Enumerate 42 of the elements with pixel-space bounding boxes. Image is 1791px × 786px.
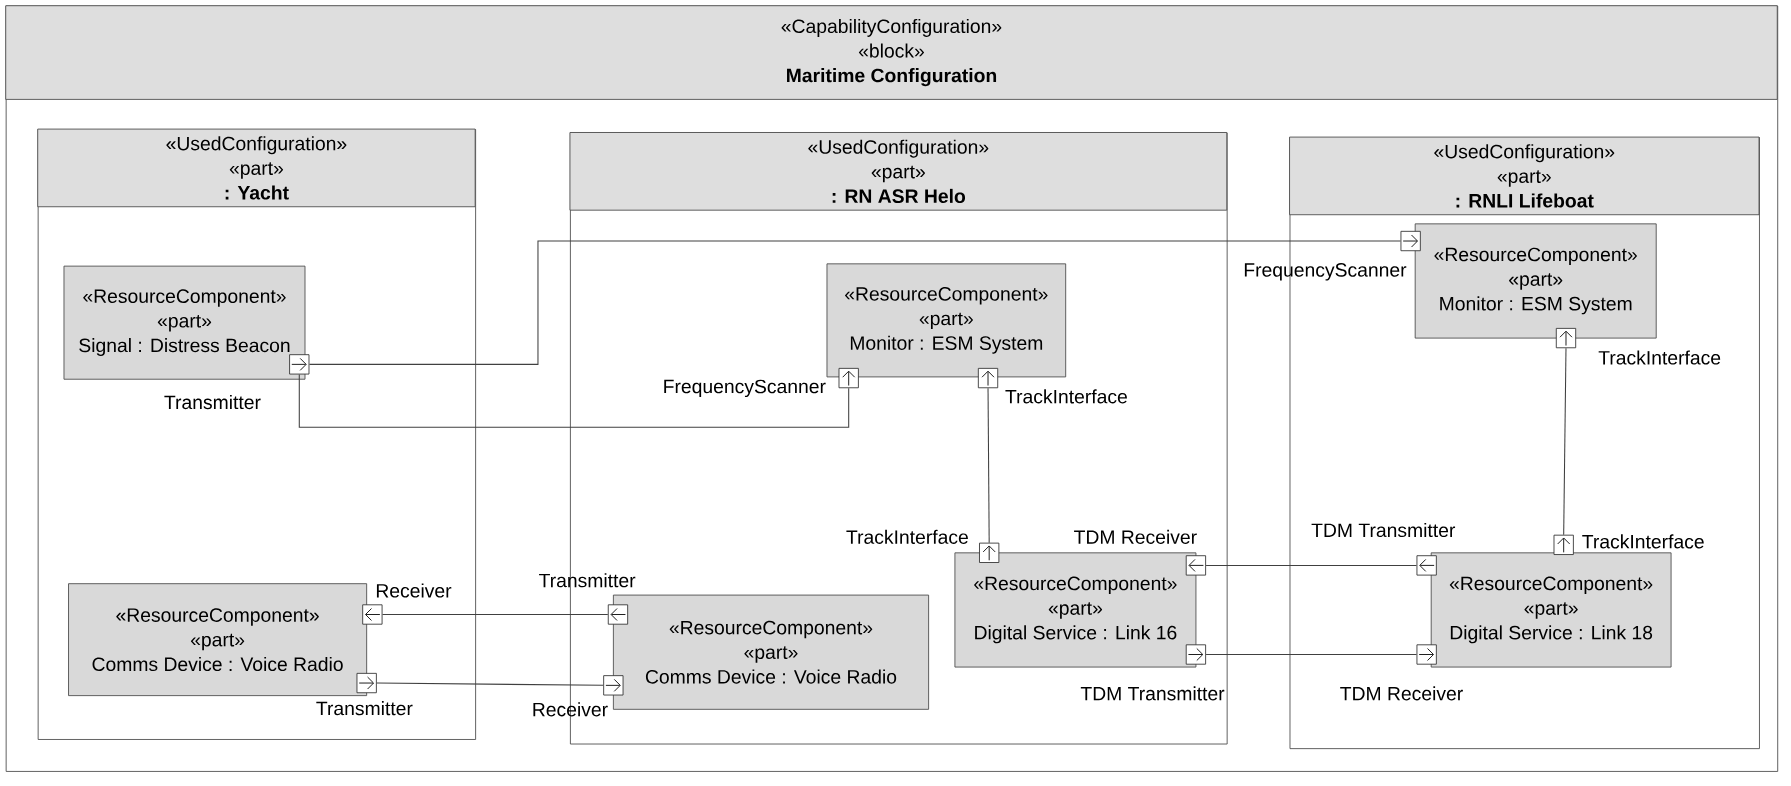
port-label: TrackInterface — [1598, 350, 1721, 365]
port — [1185, 644, 1207, 665]
port — [1416, 644, 1437, 665]
port-label: Transmitter — [164, 395, 261, 410]
port-label: TDM Transmitter — [1311, 523, 1456, 538]
connector — [1205, 564, 1418, 566]
port — [838, 368, 859, 389]
connector — [298, 374, 850, 428]
port-label: Receiver — [376, 583, 452, 598]
component-box: «ResourceComponent» «part» Digital Service : Link 18 — [1430, 552, 1672, 668]
component-box: «ResourceComponent» «part» Comms Device : Voice Radio — [68, 583, 368, 697]
port — [356, 673, 377, 694]
port — [603, 675, 624, 696]
port — [607, 604, 629, 625]
component-box: «ResourceComponent» «part» Monitor : ESM System — [1414, 223, 1657, 339]
connector — [308, 240, 1402, 365]
component-box: «ResourceComponent» «part» Comms Device : Voice Radio — [612, 594, 930, 710]
connector — [1563, 347, 1567, 536]
port — [1555, 328, 1577, 349]
port — [362, 604, 383, 625]
port — [289, 354, 310, 375]
component-box: «ResourceComponent» «part» Digital Service : Link 16 — [954, 552, 1197, 668]
connector — [382, 614, 609, 616]
port — [979, 542, 1000, 564]
connector — [987, 387, 990, 544]
component-box: «ResourceComponent» «part» Signal : Distress Beacon — [63, 265, 306, 380]
port-label: TDM Transmitter — [1080, 686, 1225, 701]
port — [1416, 555, 1437, 576]
connector — [1205, 654, 1418, 656]
port — [1185, 555, 1207, 576]
port-label: TrackInterface — [846, 529, 968, 545]
port-label: TrackInterface — [1582, 534, 1704, 549]
port — [977, 368, 999, 389]
port-label: FrequencyScanner — [664, 379, 826, 398]
port — [1400, 230, 1421, 252]
port-label: TDM Receiver — [1074, 529, 1197, 545]
port-label: TrackInterface — [1005, 389, 1127, 404]
port-label: TDM Receiver — [1340, 686, 1463, 701]
connector — [376, 682, 604, 686]
port — [1553, 534, 1574, 556]
port-label: Transmitter — [316, 701, 413, 716]
component-box: «ResourceComponent» «part» Monitor : ESM System — [826, 263, 1067, 378]
